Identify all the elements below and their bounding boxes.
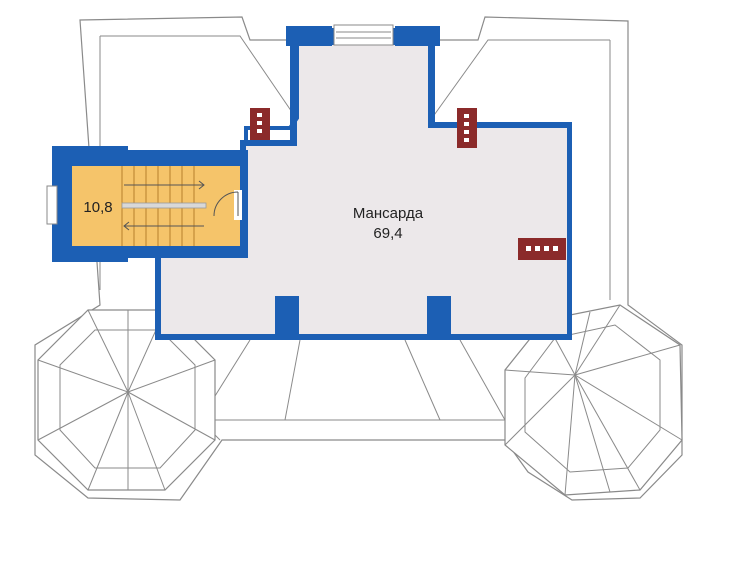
stair-window <box>46 185 58 225</box>
right-turret <box>504 304 683 496</box>
stair-door-arc <box>213 191 239 217</box>
top-window-right <box>395 26 440 46</box>
chimney-left <box>250 108 270 140</box>
attic-area: 69,4 <box>373 225 402 242</box>
pillar-left <box>275 296 299 338</box>
attic-floor <box>161 45 567 334</box>
stair-handrail <box>121 202 207 209</box>
stair-arrows <box>123 180 205 231</box>
pillar-right <box>427 296 451 338</box>
chimney-right <box>457 108 477 148</box>
top-window-left <box>286 26 332 46</box>
stair-area: 10,8 <box>83 199 112 216</box>
left-turret <box>37 309 216 491</box>
chimney-east <box>518 238 566 260</box>
attic-inner-wall-left <box>244 45 299 146</box>
attic-room: Мансарда 69,4 <box>155 24 572 340</box>
stair-room: 10,8 <box>46 146 248 262</box>
top-window <box>333 24 394 46</box>
attic-name: Мансарда <box>353 205 424 222</box>
